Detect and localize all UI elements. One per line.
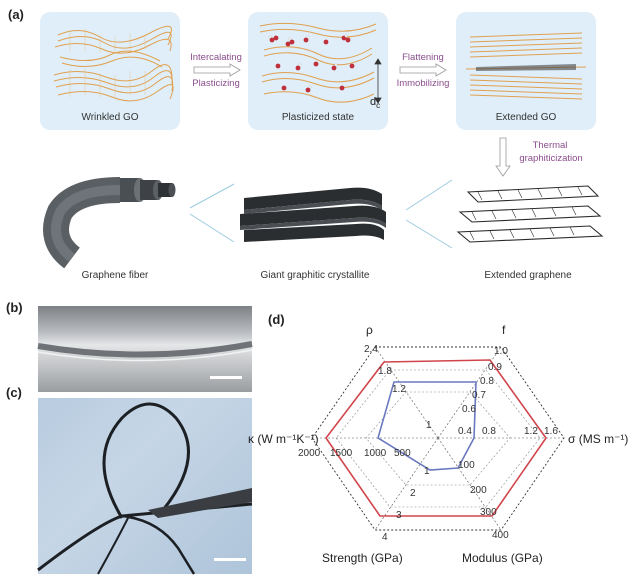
extended-graphene-caption: Extended graphene xyxy=(484,270,572,281)
axis-kappa-title: κ (W m⁻¹K⁻¹) xyxy=(248,432,319,446)
tick-f-1: 0.6 xyxy=(462,404,476,415)
fiber-strip xyxy=(37,341,253,362)
tick-kappa-3: 1500 xyxy=(330,448,353,459)
crystallite-illustration xyxy=(240,187,386,242)
plasticized-illustration xyxy=(259,22,382,104)
tick-strength-4: 4 xyxy=(382,532,388,543)
axis-sigma-title: σ (MS m⁻¹) xyxy=(568,432,628,446)
crystallite-caption: Giant graphitic crystallite xyxy=(260,270,370,281)
dc-sub: c xyxy=(376,101,381,111)
extended-go-box: Extended GO xyxy=(456,12,596,130)
arrow2-bottom-label: Immobilizing xyxy=(396,78,450,89)
tick-kappa-2: 1000 xyxy=(364,448,387,459)
tick-sigma-2: 0.8 xyxy=(482,426,496,437)
tick-strength-1: 1 xyxy=(424,466,430,477)
axis-modulus-title: Modulus (GPa) xyxy=(462,551,543,565)
arrow2-top-label: Flattening xyxy=(402,52,444,63)
scale-bar-b xyxy=(210,376,242,379)
panel-label-d: (d) xyxy=(268,312,285,327)
tick-modulus-1: 100 xyxy=(458,460,475,471)
radar-series-blue xyxy=(377,381,477,471)
tick-rho-4: 2.4 xyxy=(364,344,378,355)
axis-f-title: f xyxy=(502,323,506,337)
tick-modulus-4: 400 xyxy=(492,530,509,541)
graphene-fiber-caption: Graphene fiber xyxy=(81,270,149,281)
tick-f-3: 0.8 xyxy=(480,376,494,387)
axis-strength-title: Strength (GPa) xyxy=(322,551,403,565)
extended-go-label: Extended GO xyxy=(495,112,557,123)
tick-kappa-1: 500 xyxy=(394,448,411,459)
tick-sigma-1: 0.4 xyxy=(458,426,472,437)
tick-f-5: 1.0 xyxy=(494,346,508,357)
tick-kappa-4: 2000 xyxy=(298,448,321,459)
panel-label-a: (a) xyxy=(8,7,24,22)
arrow1-bottom-label: Plasticizing xyxy=(192,78,240,89)
tick-rho-2: 1.2 xyxy=(392,384,406,395)
radar-grid-3 xyxy=(335,369,541,508)
fiber-loop xyxy=(37,402,253,575)
right-arrow-icon-2 xyxy=(399,63,447,77)
radar-axes xyxy=(312,346,564,531)
down-arrow-label-1: Thermal xyxy=(532,140,568,151)
tick-f-2: 0.7 xyxy=(472,390,486,401)
tick-rho-3: 1.8 xyxy=(378,366,392,377)
photo-b xyxy=(37,306,253,392)
panel-label-c: (c) xyxy=(6,385,22,400)
wrinkled-go-illustration xyxy=(53,25,174,102)
down-arrow-icon xyxy=(495,137,511,177)
dc-main: d xyxy=(370,96,377,108)
tick-strength-3: 3 xyxy=(396,510,402,521)
photo-c xyxy=(37,398,253,575)
dc-label: dc xyxy=(370,96,380,110)
extended-go-illustration xyxy=(465,32,587,100)
wrinkled-go-box: Wrinkled GO xyxy=(40,12,180,130)
down-arrow-label-2: graphiticization xyxy=(519,153,583,164)
tick-sigma-4: 1.6 xyxy=(544,426,558,437)
extended-graphene-illustration xyxy=(456,185,604,243)
tick-modulus-2: 200 xyxy=(470,485,487,496)
plasticized-state-label: Plasticized state xyxy=(281,112,355,123)
arrow1-top-label: Intercalating xyxy=(190,52,242,63)
scale-bar-c xyxy=(214,558,246,561)
tick-f-4: 0.9 xyxy=(488,362,502,373)
tick-rho-1: 1 xyxy=(426,420,432,431)
tick-strength-2: 2 xyxy=(410,488,416,499)
radar-chart: ρ f σ (MS m⁻¹) Modulus (GPa) Strength (G… xyxy=(248,323,628,565)
plasticized-state-box: dc Plasticized state xyxy=(248,12,388,130)
connector-lines xyxy=(189,179,453,249)
tick-modulus-3: 300 xyxy=(480,507,497,518)
right-arrow-icon xyxy=(193,63,241,77)
radar-series-red xyxy=(325,359,547,517)
axis-rho-title: ρ xyxy=(366,323,373,337)
panel-label-b: (b) xyxy=(6,300,23,315)
tick-sigma-3: 1.2 xyxy=(524,426,538,437)
graphene-fiber-illustration xyxy=(43,177,176,269)
wrinkled-go-label: Wrinkled GO xyxy=(81,112,139,123)
